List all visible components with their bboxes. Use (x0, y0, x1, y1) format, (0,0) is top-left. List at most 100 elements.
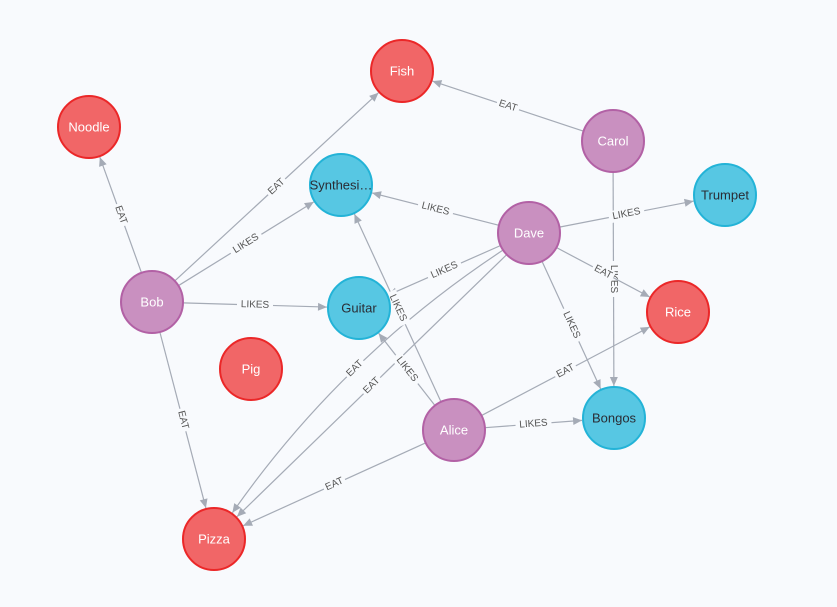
edge-dave-synth[interactable]: LIKES (371, 191, 500, 226)
node-trumpet[interactable]: Trumpet (693, 163, 757, 227)
edge-label: LIKES (241, 299, 270, 311)
edge-label-group: LIKES (558, 306, 585, 344)
edge-dave-pizza[interactable]: EAT (236, 254, 508, 518)
edge-label-background (111, 202, 131, 228)
edge-label-group: EAT (174, 407, 192, 433)
edge-label-group: LIKES (236, 298, 274, 312)
edge-dave-trumpet[interactable]: LIKES (559, 198, 694, 228)
edge-dave-rice[interactable]: EAT (556, 246, 651, 298)
edge-label: LIKES (608, 265, 619, 294)
node-circle[interactable] (120, 270, 184, 334)
edge-arrowhead (354, 214, 362, 224)
edge-label-group: LIKES (391, 351, 423, 388)
edge-arrowhead (369, 92, 379, 102)
edge-arrowhead (572, 417, 583, 426)
edge-label-background (558, 306, 585, 344)
edge-label-group: EAT (321, 474, 348, 495)
node-fish[interactable]: Fish (370, 39, 434, 103)
node-circle[interactable] (327, 276, 391, 340)
edge-label-group: EAT (552, 360, 579, 382)
edge-dave-guitar[interactable]: LIKES (388, 244, 501, 296)
edge-arrowhead (609, 376, 618, 387)
edge-label: LIKES (560, 310, 582, 341)
edge-label-background (359, 373, 385, 399)
edge-arrowhead (199, 498, 208, 509)
edge-label: LIKES (420, 200, 451, 218)
edge-arrowhead (593, 379, 601, 389)
node-synth[interactable]: Synthesi… (309, 153, 373, 217)
edge-label-background (174, 407, 192, 433)
node-guitar[interactable]: Guitar (327, 276, 391, 340)
edge-label-background (515, 416, 552, 432)
node-circle[interactable] (370, 39, 434, 103)
edge-bob-noodle[interactable]: EAT (99, 156, 143, 274)
node-circle[interactable] (309, 153, 373, 217)
edge-label-group: LIKES (425, 257, 464, 284)
edge-label-background (321, 474, 348, 495)
node-circle[interactable] (693, 163, 757, 227)
edge-arrowhead (639, 326, 650, 335)
edge-label-background (607, 204, 646, 224)
node-circle[interactable] (581, 109, 645, 173)
edge-carol-bongos[interactable]: LIKES (607, 171, 620, 387)
node-circle[interactable] (182, 507, 246, 571)
node-circle[interactable] (497, 201, 561, 265)
edge-alice-pizza[interactable]: EAT (242, 442, 427, 527)
edge-bob-guitar[interactable]: LIKES (182, 298, 328, 312)
edge-label: LIKES (429, 259, 460, 281)
node-dave[interactable]: Dave (497, 201, 561, 265)
edge-arrowhead (99, 157, 107, 167)
node-circle[interactable] (422, 398, 486, 462)
edge-arrowhead (243, 518, 253, 526)
edge-arrowhead (372, 191, 382, 200)
edge-arrowhead (639, 289, 650, 298)
edge-label-background (552, 360, 579, 382)
edge-arrowhead (232, 503, 241, 513)
edge-label: EAT (112, 204, 129, 225)
edge-alice-bongos[interactable]: LIKES (484, 416, 583, 432)
node-pig[interactable]: Pig (219, 337, 283, 401)
node-bob[interactable]: Bob (120, 270, 184, 334)
edge-label-background (589, 261, 617, 284)
node-noodle[interactable]: Noodle (57, 95, 121, 159)
edge-label: LIKES (612, 206, 642, 222)
edge-carol-fish[interactable]: EAT (432, 80, 584, 132)
edge-label-group: EAT (495, 96, 521, 116)
edge-label-background (425, 257, 464, 284)
edge-label-background (264, 174, 290, 200)
node-carol[interactable]: Carol (581, 109, 645, 173)
edge-label-background (495, 96, 521, 116)
node-rice[interactable]: Rice (646, 280, 710, 344)
edge-arrowhead (683, 198, 694, 207)
node-circle[interactable] (219, 337, 283, 401)
edge-label-group: LIKES (227, 229, 265, 259)
edge-label: LIKES (394, 355, 420, 384)
edge-arrowhead (317, 302, 328, 311)
edge-label: EAT (497, 98, 518, 114)
node-circle[interactable] (646, 280, 710, 344)
edge-label-background (384, 289, 411, 327)
node-circle[interactable] (57, 95, 121, 159)
edge-label-background (227, 229, 265, 259)
edge-bob-pizza[interactable]: EAT (159, 331, 208, 509)
edge-arrowhead (432, 80, 443, 88)
edge-label: EAT (175, 410, 190, 431)
node-bongos[interactable]: Bongos (582, 386, 646, 450)
edge-arrowhead (236, 507, 247, 517)
edge-label-background (236, 298, 274, 312)
node-circle[interactable] (582, 386, 646, 450)
edge-label: LIKES (519, 417, 548, 430)
edge-label-background (391, 351, 423, 388)
edge-label-group: EAT (111, 202, 131, 228)
edge-label-group: LIKES (515, 416, 552, 432)
edge-label-background (416, 198, 455, 220)
node-pizza[interactable]: Pizza (182, 507, 246, 571)
edge-arrowhead (304, 201, 314, 210)
edge-arrowhead (378, 333, 388, 343)
edge-label-group: LIKES (416, 198, 455, 220)
edge-label-background (342, 356, 368, 382)
node-alice[interactable]: Alice (422, 398, 486, 462)
